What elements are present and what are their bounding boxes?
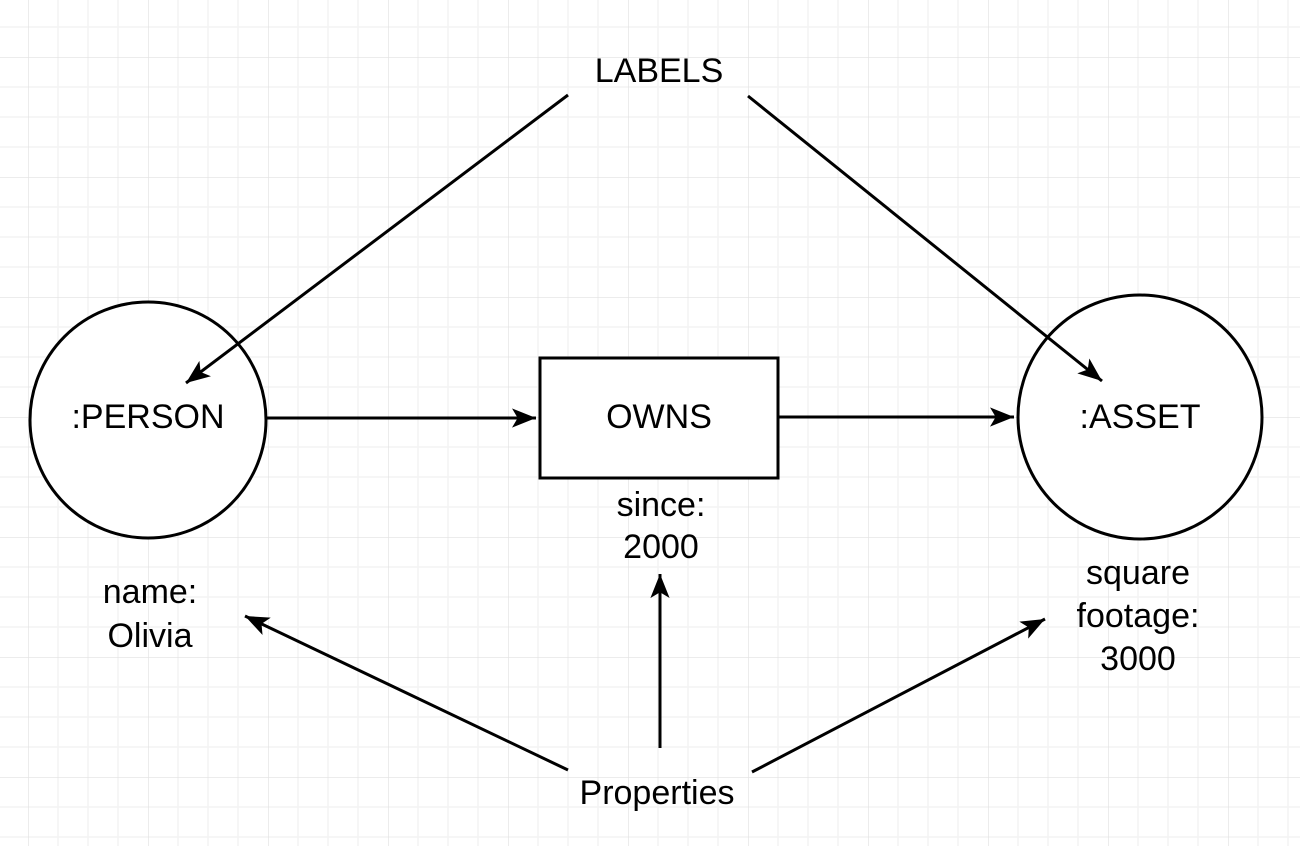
owns-properties-text: since: 2000 bbox=[617, 486, 706, 566]
asset-property-line2: footage: bbox=[1077, 597, 1200, 635]
asset-property-line1: square bbox=[1086, 554, 1190, 592]
person-node-label: :PERSON bbox=[71, 398, 224, 436]
owns-relationship-box bbox=[538, 356, 780, 480]
labels-annotation: LABELS bbox=[595, 52, 724, 90]
properties-annotation: Properties bbox=[580, 774, 735, 812]
properties-to-footage-arrow bbox=[751, 617, 1046, 774]
asset-node-label: :ASSET bbox=[1080, 398, 1201, 436]
owns-property-line1: since: bbox=[617, 486, 706, 524]
properties-to-name-arrow bbox=[244, 614, 569, 772]
labels-to-person-arrow bbox=[185, 93, 569, 385]
asset-property-line3: 3000 bbox=[1100, 640, 1176, 678]
person-property-line2: Olivia bbox=[107, 617, 192, 655]
person-property-line1: name: bbox=[103, 573, 198, 611]
owns-relationship-label: OWNS bbox=[606, 398, 712, 436]
asset-node-circle bbox=[1016, 293, 1264, 541]
asset-properties-text: square footage: 3000 bbox=[1077, 554, 1200, 678]
owns-property-line2: 2000 bbox=[623, 528, 699, 566]
person-properties-text: name: Olivia bbox=[103, 573, 198, 655]
labels-to-asset-arrow bbox=[747, 94, 1103, 383]
